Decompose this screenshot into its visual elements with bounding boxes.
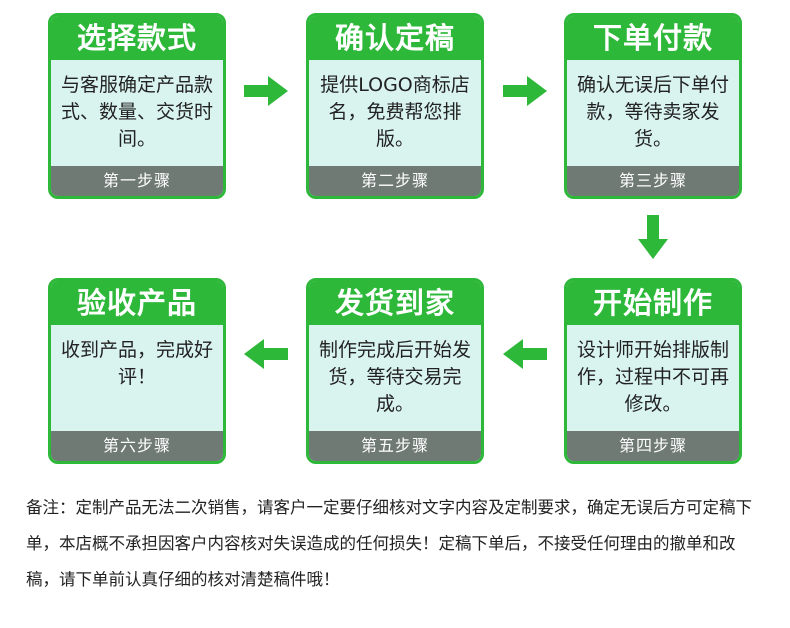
step-title: 开始制作 (567, 281, 739, 325)
step-description: 确认无误后下单付款，等待卖家发货。 (576, 74, 729, 150)
step-card-1: 选择款式 与客服确定产品款式、数量、交货时间。 第一步骤 (48, 13, 226, 199)
step-label: 第一步骤 (51, 166, 223, 196)
step-title: 验收产品 (51, 281, 223, 325)
arrow-left-icon (244, 339, 288, 369)
step-card-2: 确认定稿 提供LOGO商标店名，免费帮您排版。 第二步骤 (306, 13, 484, 199)
step-card-3: 下单付款 确认无误后下单付款，等待卖家发货。 第三步骤 (564, 13, 742, 199)
step-label: 第六步骤 (51, 431, 223, 461)
step-title: 发货到家 (309, 281, 481, 325)
step-title: 下单付款 (567, 16, 739, 60)
step-title: 选择款式 (51, 16, 223, 60)
step-description: 设计师开始排版制作，过程中不可再修改。 (576, 339, 729, 415)
arrow-left-icon (503, 339, 547, 369)
step-label: 第二步骤 (309, 166, 481, 196)
step-title: 确认定稿 (309, 16, 481, 60)
step-description: 制作完成后开始发货，等待交易完成。 (318, 339, 471, 415)
step-label: 第四步骤 (567, 431, 739, 461)
arrow-right-icon (503, 76, 547, 106)
step-label: 第五步骤 (309, 431, 481, 461)
step-label: 第三步骤 (567, 166, 739, 196)
step-description: 提供LOGO商标店名，免费帮您排版。 (320, 74, 470, 150)
arrow-down-icon (638, 215, 668, 259)
step-card-4: 开始制作 设计师开始排版制作，过程中不可再修改。 第四步骤 (564, 278, 742, 464)
step-description: 收到产品，完成好评！ (60, 339, 213, 388)
arrow-right-icon (244, 76, 288, 106)
step-card-5: 发货到家 制作完成后开始发货，等待交易完成。 第五步骤 (306, 278, 484, 464)
step-description: 与客服确定产品款式、数量、交货时间。 (60, 74, 213, 150)
disclaimer-note: 备注：定制产品无法二次销售，请客户一定要仔细核对文字内容及定制要求，确定无误后方… (26, 498, 752, 589)
step-card-6: 验收产品 收到产品，完成好评！ 第六步骤 (48, 278, 226, 464)
